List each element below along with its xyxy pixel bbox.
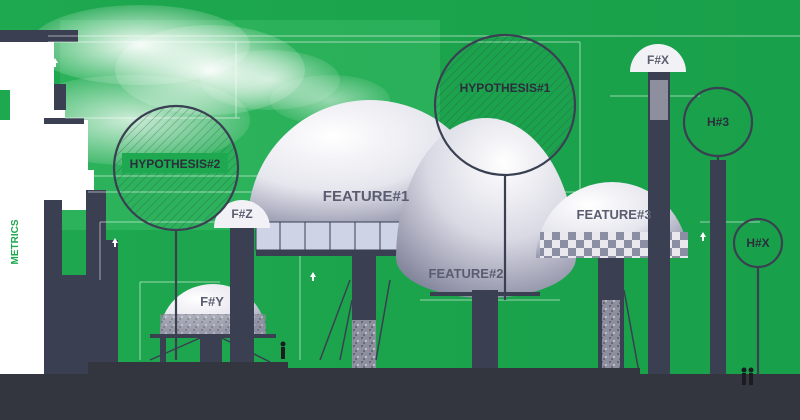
feature-y-label: F#Y (200, 294, 224, 309)
hypothesis-3-pole (710, 160, 726, 380)
scaffold (149, 279, 641, 379)
metrics-label: METRICS (10, 219, 21, 264)
arrow-up-icon (52, 58, 706, 281)
feature-3-label: FEATURE#3 (577, 207, 652, 222)
hypothesis-x-label: H#X (746, 236, 769, 250)
feature-x-cap (630, 44, 686, 378)
hypothesis-2-label-bg (122, 153, 228, 173)
feature-2-label: FEATURE#2 (429, 266, 504, 281)
cloud (10, 5, 390, 165)
feature-1-label: FEATURE#1 (323, 188, 409, 205)
feature-2-dome (396, 118, 576, 378)
person-icon (280, 341, 754, 385)
ground-step-2 (260, 368, 640, 376)
hypothesis-1-label: HYPOTHESIS#1 (460, 81, 551, 95)
feature-z-label: F#Z (231, 207, 252, 221)
feature-x-label: F#X (647, 53, 669, 67)
hypothesis-3-label: H#3 (707, 115, 729, 129)
ground-step (88, 362, 288, 376)
hypothesis-2-label: HYPOTHESIS#2 (130, 157, 221, 171)
ground (0, 374, 800, 420)
